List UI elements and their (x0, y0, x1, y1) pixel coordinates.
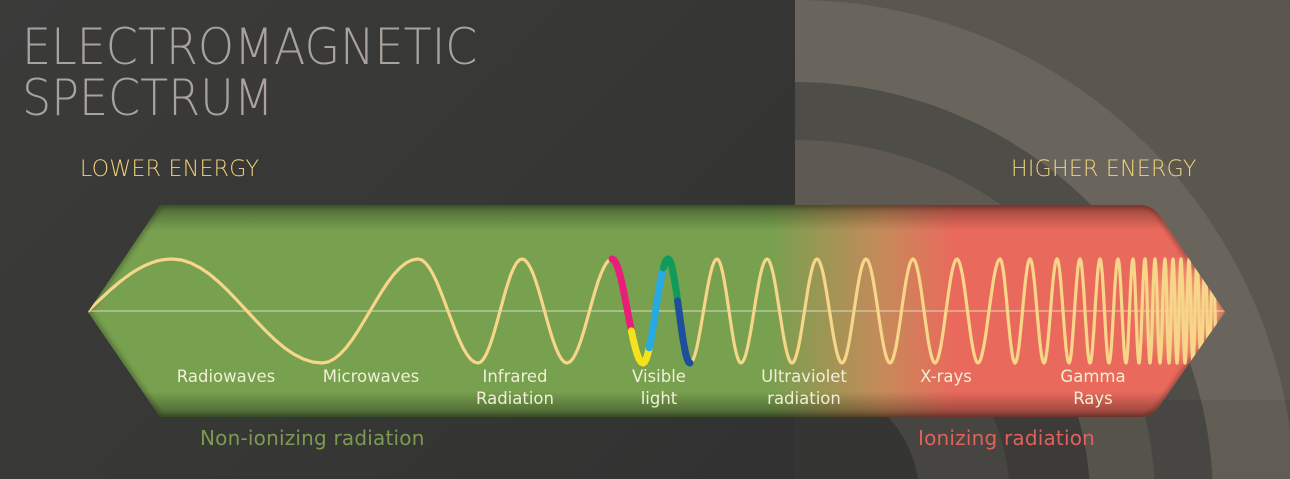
band-label-ultraviolet: Ultraviolet radiation (761, 366, 847, 410)
band-label-x-rays: X-rays (920, 366, 972, 388)
non-ionizing-label: Non-ionizing radiation (200, 426, 425, 450)
title-line-1: ELECTROMAGNETIC (22, 18, 478, 76)
wave-line (88, 257, 1219, 365)
page-title: ELECTROMAGNETIC SPECTRUM (22, 22, 477, 124)
ionizing-label: Ionizing radiation (918, 426, 1096, 450)
title-line-2: SPECTRUM (22, 69, 274, 127)
lower-energy-label: LOWER ENERGY (80, 157, 260, 182)
band-label-line: Radiowaves (176, 367, 276, 386)
band-label-line: X-rays (920, 367, 972, 386)
higher-energy-label: HIGHER ENERGY (1011, 157, 1197, 182)
band-label-line: Rays (1073, 389, 1113, 408)
visible-light-rainbow (608, 255, 694, 367)
band-label-line: Ultraviolet (761, 367, 847, 386)
band-label-line: Visible (632, 367, 686, 386)
band-label-microwaves: Microwaves (323, 366, 420, 388)
band-label-line: Gamma (1060, 367, 1126, 386)
band-label-line: radiation (767, 389, 841, 408)
band-label-line: light (640, 389, 678, 408)
band-label-radiowaves: Radiowaves (177, 366, 275, 388)
band-label-line: Radiation (476, 389, 554, 408)
band-label-line: Microwaves (322, 367, 420, 386)
band-label-visible-light: Visible light (632, 366, 686, 410)
band-label-line: Infrared (482, 367, 548, 386)
